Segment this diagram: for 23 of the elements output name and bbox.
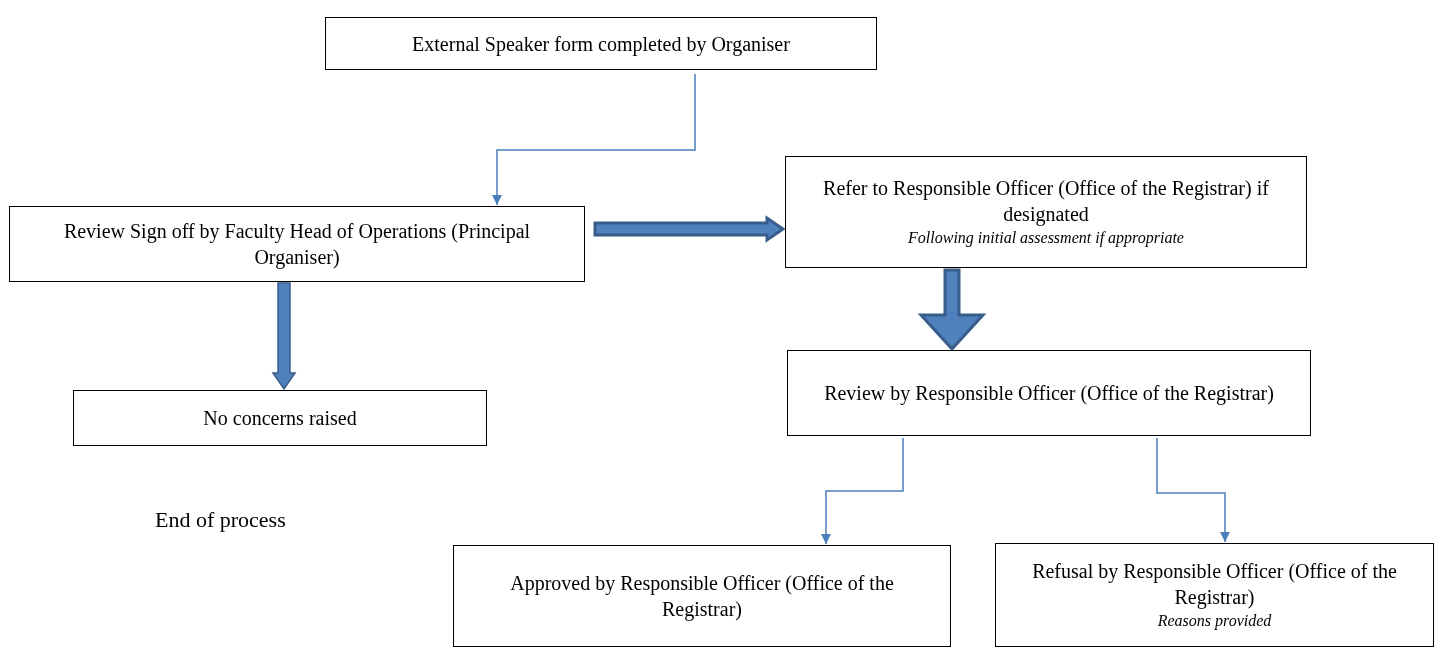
process-box (325, 17, 877, 70)
process-box (787, 350, 1311, 436)
box-text: Refer to Responsible Officer (Office of the Registrar) if designated (822, 176, 1270, 227)
box-text: Approved by Responsible Officer (Office of the Registrar) (509, 571, 895, 622)
process-box (995, 543, 1434, 647)
note-text: End of process (155, 506, 286, 534)
process-box (73, 390, 487, 446)
process-box (453, 545, 951, 647)
arrow (821, 437, 904, 545)
box-text: External Speaker form completed by Organiser (412, 31, 790, 57)
arrow (492, 73, 696, 206)
box-text: No concerns raised (203, 406, 357, 431)
box-note: Following initial assessment if appropriate (908, 228, 1184, 249)
process-box (785, 156, 1307, 268)
box-text: Refusal by Responsible Officer (Office of the Registrar) (1031, 559, 1398, 610)
box-note: Reasons provided (1157, 611, 1272, 632)
process-box (9, 206, 585, 282)
block-arrow (271, 282, 297, 391)
block-arrow (593, 215, 786, 243)
arrow (1156, 437, 1230, 543)
box-text: Review by Responsible Officer (Office of the Registrar) (824, 381, 1274, 406)
box-text: Review Sign off by Faculty Head of Operations (Principal Organiser) (62, 219, 532, 270)
block-arrow (917, 268, 987, 352)
